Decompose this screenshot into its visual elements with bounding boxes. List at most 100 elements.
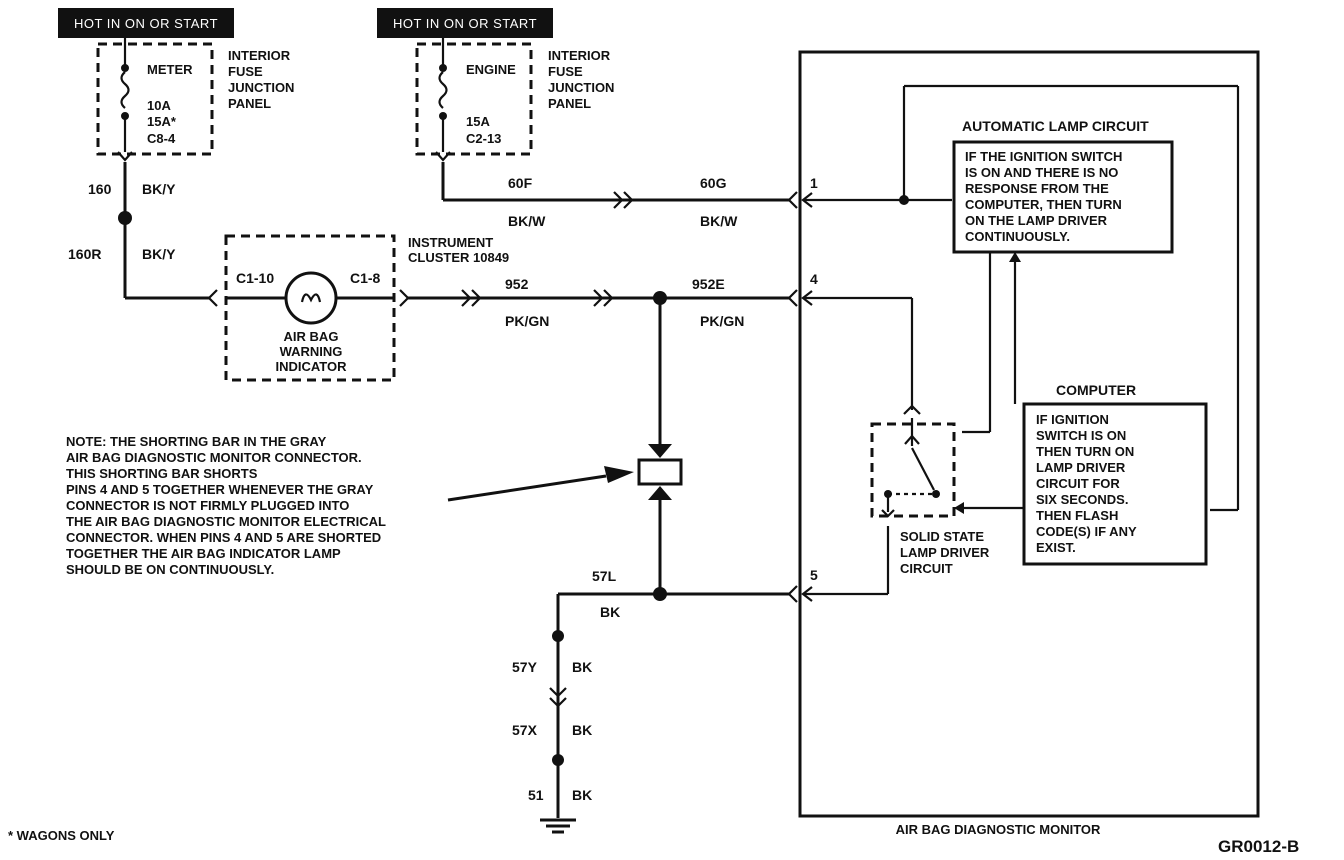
wire-160-color: BK/Y (142, 181, 176, 197)
wire-952e-color: PK/GN (700, 313, 744, 329)
shorting-bar-connector (637, 298, 683, 594)
auto-lamp-text-3: RESPONSE FROM THE (965, 181, 1109, 196)
auto-lamp-text-1: IF THE IGNITION SWITCH (965, 149, 1122, 164)
lamp-driver-label-2: LAMP DRIVER (900, 545, 990, 560)
fuse-engine-connector: C2-13 (466, 131, 501, 146)
pin-5-label: 5 (810, 567, 818, 583)
module-name-label: AIR BAG DIAGNOSTIC MONITOR (896, 822, 1101, 837)
ground-icon (540, 818, 576, 834)
note-line-3: THIS SHORTING BAR SHORTS (66, 466, 258, 481)
hot-label-2-bg (377, 8, 553, 38)
indicator-label-3: INDICATOR (275, 359, 347, 374)
wire-160-label: 160 (88, 181, 112, 197)
auto-lamp-text-6: CONTINUOUSLY. (965, 229, 1070, 244)
computer-text-9: EXIST. (1036, 540, 1076, 555)
cluster-title-1: INSTRUMENT (408, 235, 493, 250)
fuse-panel-2-box (415, 42, 533, 156)
computer-text-3: THEN TURN ON (1036, 444, 1134, 459)
wire-57y-color: BK (572, 659, 592, 675)
warning-lamp-icon (226, 271, 394, 325)
fuse-panel-1-box (96, 42, 214, 156)
computer-text-7: THEN FLASH (1036, 508, 1118, 523)
wire-160r-color: BK/Y (142, 246, 176, 262)
note-pointer-arrow (447, 466, 634, 502)
computer-box (1022, 402, 1208, 566)
note-line-2: AIR BAG DIAGNOSTIC MONITOR CONNECTOR. (66, 450, 362, 465)
fuse-panel-1-label-2: FUSE (228, 64, 263, 79)
cluster-pin-left: C1-10 (236, 270, 274, 286)
wire-57l-color: BK (600, 604, 620, 620)
lamp-driver-label-1: SOLID STATE (900, 529, 984, 544)
instrument-cluster-box (224, 234, 396, 382)
computer-text-2: SWITCH IS ON (1036, 428, 1126, 443)
note-line-1: NOTE: THE SHORTING BAR IN THE GRAY (66, 434, 327, 449)
wire-60f-label: 60F (508, 175, 533, 191)
fuse-panel-2-label-4: PANEL (548, 96, 591, 111)
fuse-panel-2-label-1: INTERIOR (548, 48, 611, 63)
lamp-driver-label-3: CIRCUIT (900, 561, 953, 576)
lamp-driver-switch-icon (881, 418, 940, 518)
fuse-engine-symbol (435, 38, 451, 162)
wagons-only-note: * WAGONS ONLY (8, 828, 115, 843)
wire-952-path (399, 289, 798, 307)
computer-text-6: SIX SECONDS. (1036, 492, 1128, 507)
indicator-label-2: WARNING (280, 344, 343, 359)
pin-1-label: 1 (810, 175, 818, 191)
fuse-meter-name: METER (147, 62, 193, 77)
lamp-driver-box (870, 422, 956, 518)
hot-label-1-bg (58, 8, 234, 38)
wire-57l-label: 57L (592, 568, 617, 584)
fuse-panel-2-label-2: FUSE (548, 64, 583, 79)
hot-label-2: HOT IN ON OR START (393, 16, 537, 31)
fuse-panel-1-label-4: PANEL (228, 96, 271, 111)
fuse-panel-1-label-3: JUNCTION (228, 80, 294, 95)
note-line-4: PINS 4 AND 5 TOGETHER WHENEVER THE GRAY (66, 482, 374, 497)
cluster-title-2: CLUSTER 10849 (408, 250, 509, 265)
wire-60g-label: 60G (700, 175, 727, 191)
diagnostic-monitor-box (798, 50, 1260, 818)
computer-title: COMPUTER (1056, 382, 1136, 398)
computer-text-1: IF IGNITION (1036, 412, 1109, 427)
wire-60f-color: BK/W (508, 213, 546, 229)
auto-lamp-box (952, 140, 1174, 254)
auto-lamp-text-2: IS ON AND THERE IS NO (965, 165, 1118, 180)
wire-160-path (118, 162, 218, 307)
computer-text-8: CODE(S) IF ANY (1036, 524, 1137, 539)
fuse-engine-rating: 15A (466, 114, 490, 129)
fuse-meter-symbol (117, 38, 133, 162)
fuse-meter-connector: C8-4 (147, 131, 176, 146)
auto-lamp-title: AUTOMATIC LAMP CIRCUIT (962, 118, 1149, 134)
computer-text-4: LAMP DRIVER (1036, 460, 1126, 475)
wire-952-color: PK/GN (505, 313, 549, 329)
wire-60g-color: BK/W (700, 213, 738, 229)
diagram-id: GR0012-B (1218, 837, 1299, 856)
note-line-6: THE AIR BAG DIAGNOSTIC MONITOR ELECTRICA… (66, 514, 386, 529)
computer-text-5: CIRCUIT FOR (1036, 476, 1120, 491)
note-line-7: CONNECTOR. WHEN PINS 4 AND 5 ARE SHORTED (66, 530, 381, 545)
wire-57x-label: 57X (512, 722, 538, 738)
note-line-8: TOGETHER THE AIR BAG INDICATOR LAMP (66, 546, 341, 561)
fuse-panel-2-label-3: JUNCTION (548, 80, 614, 95)
note-line-5: CONNECTOR IS NOT FIRMLY PLUGGED INTO (66, 498, 349, 513)
fuse-panel-1-label-1: INTERIOR (228, 48, 291, 63)
fuse-meter-rating: 10A (147, 98, 171, 113)
fuse-meter-rating-alt: 15A* (147, 114, 177, 129)
auto-lamp-text-4: COMPUTER, THEN TURN (965, 197, 1122, 212)
monitor-internal-wiring (801, 84, 1240, 602)
wire-60-path (441, 162, 798, 209)
wire-57y-label: 57Y (512, 659, 538, 675)
wire-51-label: 51 (528, 787, 544, 803)
wire-952e-label: 952E (692, 276, 725, 292)
fuse-engine-name: ENGINE (466, 62, 516, 77)
hot-label-1: HOT IN ON OR START (74, 16, 218, 31)
wire-57x-color: BK (572, 722, 592, 738)
pin-4-label: 4 (810, 271, 818, 287)
indicator-label-1: AIR BAG (284, 329, 339, 344)
wire-160r-label: 160R (68, 246, 101, 262)
wire-51-color: BK (572, 787, 592, 803)
wire-57-path (549, 585, 798, 818)
cluster-pin-right: C1-8 (350, 270, 381, 286)
note-line-9: SHOULD BE ON CONTINUOUSLY. (66, 562, 274, 577)
wire-952-label: 952 (505, 276, 529, 292)
